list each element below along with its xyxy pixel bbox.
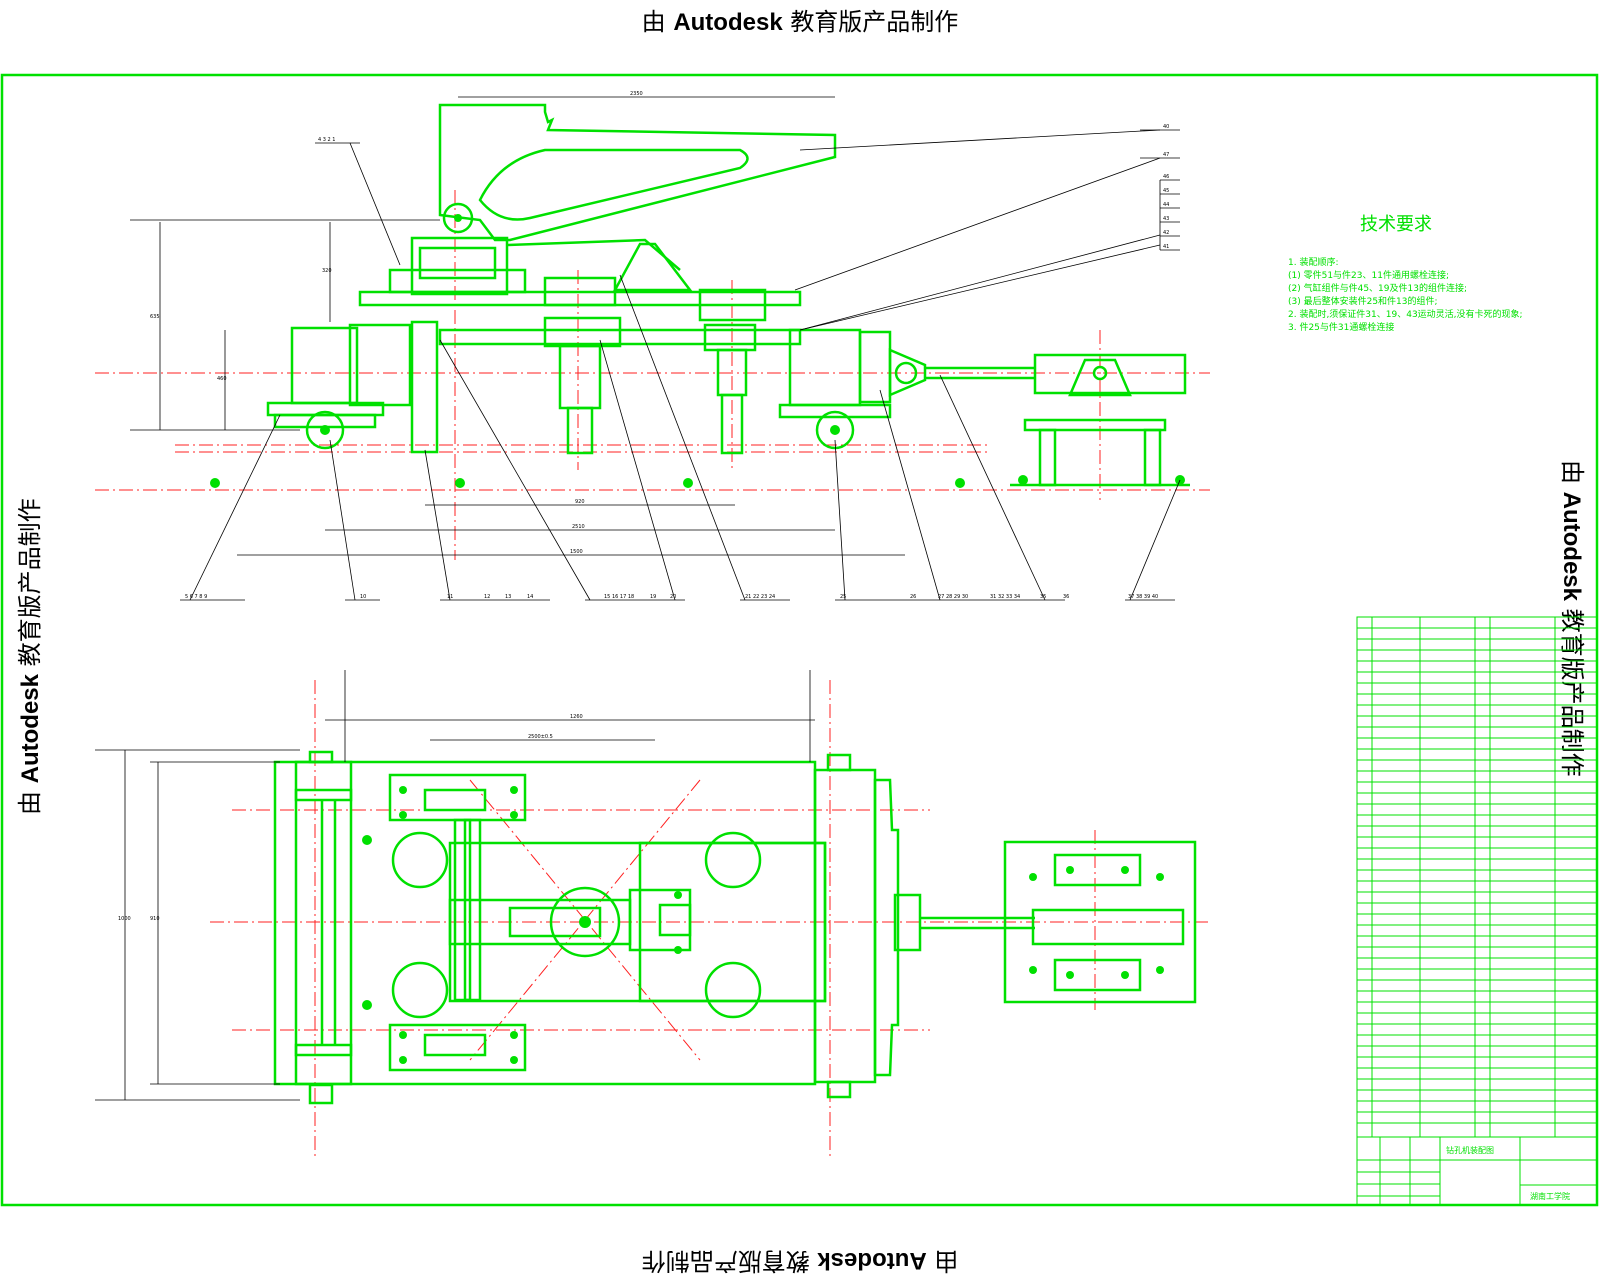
callout-21-24: 21 22 23 24 bbox=[745, 594, 775, 600]
dim-side-2: 320 bbox=[322, 268, 332, 274]
callout-43: 43 bbox=[1163, 216, 1169, 222]
callout-40: 40 bbox=[1163, 124, 1169, 130]
lever-arm bbox=[438, 103, 837, 242]
dim-plan-height-2: 910 bbox=[150, 916, 160, 922]
callout-27-30: 27 28 29 30 bbox=[938, 594, 968, 600]
front-view: 2350 1500 2510 920 635 320 460 bbox=[95, 91, 1210, 601]
tech-req-line-1: 1. 装配顺序: bbox=[1288, 256, 1338, 268]
callout-15-18: 15 16 17 18 bbox=[604, 594, 634, 600]
callout-11: 11 bbox=[447, 594, 453, 600]
callout-26: 26 bbox=[910, 594, 916, 600]
tech-requirements: 技术要求 1. 装配顺序: (1) 零件51与件23、11件通用螺栓连接; (2… bbox=[1288, 214, 1523, 333]
callout-5-9: 5 6 7 8 9 bbox=[185, 594, 207, 600]
callout-10: 10 bbox=[360, 594, 366, 600]
callout-45: 45 bbox=[1163, 188, 1169, 194]
left-frame bbox=[290, 326, 359, 405]
title-school: 湖南工学院 bbox=[1530, 1191, 1570, 1201]
callout-20: 20 bbox=[670, 594, 676, 600]
callout-25: 25 bbox=[840, 594, 846, 600]
tech-req-line-2: (1) 零件51与件23、11件通用螺栓连接; bbox=[1288, 269, 1449, 281]
callout-14: 14 bbox=[527, 594, 533, 600]
dim-front-2: 2510 bbox=[572, 524, 585, 530]
callout-36: 36 bbox=[1063, 594, 1069, 600]
title-drawing-name: 钻孔机装配图 bbox=[1446, 1145, 1494, 1155]
callout-31-34: 31 32 33 34 bbox=[990, 594, 1020, 600]
dim-side-3: 460 bbox=[217, 376, 227, 382]
tech-req-line-5: 2. 装配时,须保证件31、19、43运动灵活,没有卡死的现象; bbox=[1288, 308, 1523, 320]
bom-table bbox=[1356, 616, 1598, 1138]
callout-35: 35 bbox=[1040, 594, 1046, 600]
callout-top-left: 4 3 2 1 bbox=[318, 137, 336, 143]
callout-bottom-row: 5 6 7 8 9 10 11 12 13 14 15 16 17 18 19 … bbox=[185, 594, 1158, 600]
callout-44: 44 bbox=[1163, 202, 1169, 208]
callout-right-column: 40 47 46 45 44 43 42 41 bbox=[1163, 124, 1169, 250]
tech-req-line-6: 3. 件25与件31通螺栓连接 bbox=[1288, 321, 1394, 333]
tech-req-line-4: (3) 最后整体安装件25和件13的组件; bbox=[1288, 295, 1438, 307]
air-cylinder bbox=[1033, 353, 1187, 395]
dim-front-3: 920 bbox=[575, 499, 585, 505]
bom-row-lines bbox=[1357, 627, 1597, 1124]
callout-13: 13 bbox=[505, 594, 511, 600]
callout-37-40: 37 38 39 40 bbox=[1128, 594, 1158, 600]
title-block: 钻孔机装配图 湖南工学院 bbox=[1356, 1136, 1598, 1206]
dim-plan-overall: 1260 bbox=[570, 714, 583, 720]
tech-requirements-title: 技术要求 bbox=[1360, 214, 1432, 235]
callout-12: 12 bbox=[484, 594, 490, 600]
dim-side-1: 635 bbox=[150, 314, 160, 320]
callout-47: 47 bbox=[1163, 152, 1169, 158]
callout-19: 19 bbox=[650, 594, 656, 600]
tech-req-line-3: (2) 气缸组件与件45、19及件13的组件连接; bbox=[1288, 282, 1467, 294]
watermark-top: 由 Autodesk 教育版产品制作 bbox=[641, 8, 959, 36]
callout-41: 41 bbox=[1163, 244, 1169, 250]
cylinder-mount-plate bbox=[1003, 840, 1197, 1004]
plan-view: 1260 2500±0.5 1000 910 bbox=[95, 670, 1210, 1160]
dim-plan-height-1: 1000 bbox=[118, 916, 131, 922]
dim-front-1: 1500 bbox=[570, 549, 583, 555]
dim-plan-inner: 2500±0.5 bbox=[528, 734, 553, 740]
dim-top-overall: 2350 bbox=[630, 91, 643, 97]
callout-42: 42 bbox=[1163, 230, 1169, 236]
callout-46: 46 bbox=[1163, 174, 1169, 180]
